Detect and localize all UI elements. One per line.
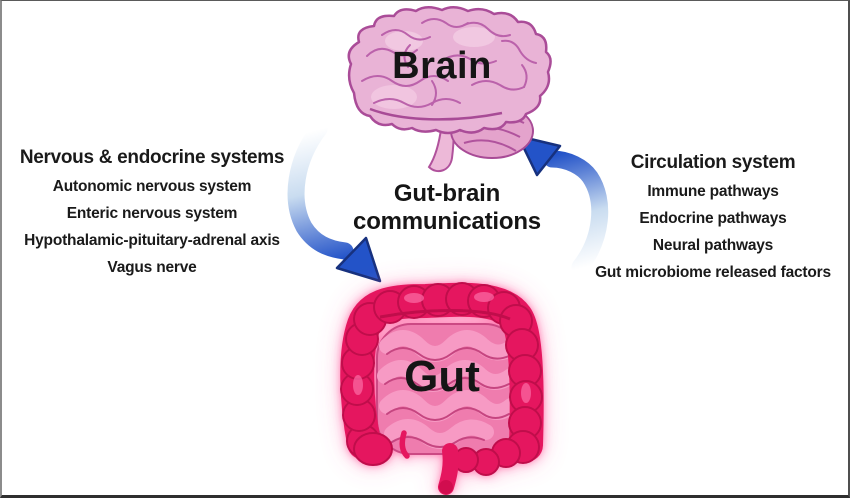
center-label: Gut-brain communications	[322, 180, 572, 236]
left-panel-item: Enteric nervous system	[66, 205, 238, 222]
gut-label: Gut	[404, 352, 480, 401]
left-panel-item: Vagus nerve	[107, 259, 197, 276]
gut-to-brain-arrow	[516, 134, 609, 276]
left-panel-item: Autonomic nervous system	[52, 178, 252, 195]
brain-to-gut-arrow	[287, 120, 382, 283]
right-panel-item: Gut microbiome released factors	[595, 264, 831, 281]
right-panel-circulation: Circulation system Immune pathways Endoc…	[576, 152, 848, 282]
right-panel-item: Neural pathways	[652, 237, 774, 254]
center-label-line1: Gut-brain	[393, 180, 501, 207]
left-panel-nervous-endocrine: Nervous & endocrine systems Autonomic ne…	[6, 147, 298, 277]
right-panel-item: Immune pathways	[647, 183, 779, 200]
left-panel-title: Nervous & endocrine systems	[19, 147, 285, 168]
brain-label: Brain	[392, 45, 492, 87]
center-label-line2: communications	[353, 208, 541, 235]
right-panel-item: Endocrine pathways	[639, 210, 787, 227]
gut-illustration	[340, 282, 544, 495]
left-panel-item: Hypothalamic-pituitary-adrenal axis	[24, 232, 280, 249]
right-panel-title: Circulation system	[630, 152, 796, 173]
brain-illustration	[347, 6, 552, 173]
